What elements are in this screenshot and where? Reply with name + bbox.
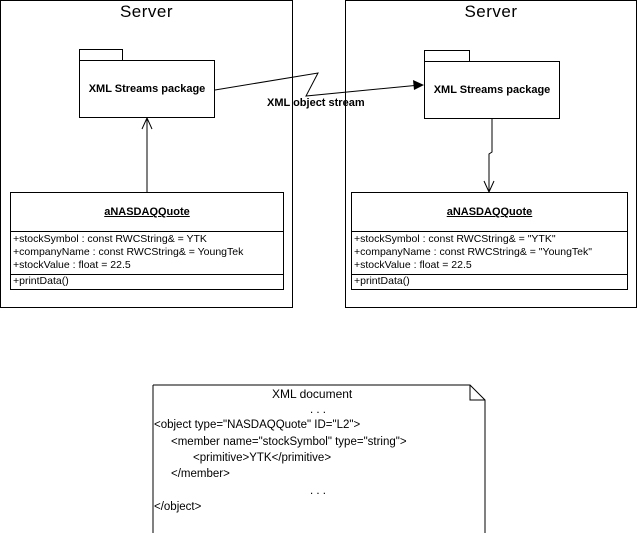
xml-line-member-open: <member name="stockSymbol" type="string"…: [171, 436, 407, 448]
xml-line-object-open: <object type="NASDAQQuote" ID="L2">: [154, 419, 361, 431]
right-attr-stock-value: +stockValue : float = 22.5: [354, 259, 472, 271]
left-package: XML Streams package: [79, 60, 215, 118]
left-op-print-data: +printData(): [13, 275, 69, 287]
left-attr-stock-symbol: +stockSymbol : const RWCString& = YTK: [13, 233, 207, 245]
xml-stream-arrowhead: [413, 80, 424, 90]
server-title-right: Server: [464, 2, 518, 21]
right-op-print-data: +printData(): [354, 275, 410, 287]
xml-line-ellipsis-1: . . .: [310, 404, 326, 416]
xml-stream-line: [214, 72, 421, 97]
left-class-box: aNASDAQQuote +stockSymbol : const RWCStr…: [10, 192, 284, 290]
xml-stream-label: XML object stream: [267, 97, 365, 109]
right-class-name: aNASDAQQuote: [352, 193, 627, 232]
right-class-operations: +printData(): [352, 275, 627, 288]
xml-line-ellipsis-2: . . .: [310, 485, 326, 497]
right-attr-stock-symbol: +stockSymbol : const RWCString& = "YTK": [354, 233, 556, 245]
xml-line-object-close: </object>: [154, 501, 202, 513]
left-class-attributes: +stockSymbol : const RWCString& = YTK +c…: [11, 232, 283, 275]
right-package: XML Streams package: [424, 61, 560, 119]
xml-line-primitive: <primitive>YTK</primitive>: [193, 452, 332, 464]
right-attr-company-name: +companyName : const RWCString& = "Young…: [354, 246, 592, 258]
right-class-box: aNASDAQQuote +stockSymbol : const RWCStr…: [351, 192, 628, 290]
left-class-name: aNASDAQQuote: [11, 193, 283, 232]
left-attr-stock-value: +stockValue : float = 22.5: [13, 259, 131, 271]
left-package-label: XML Streams package: [88, 83, 206, 95]
left-attr-company-name: +companyName : const RWCString& = YoungT…: [13, 246, 244, 258]
xml-document-title: XML document: [272, 387, 353, 401]
xml-line-member-close: </member>: [171, 468, 230, 480]
server-frame-left: Server: [0, 0, 293, 308]
server-title-left: Server: [119, 2, 174, 21]
left-class-operations: +printData(): [11, 275, 283, 288]
xml-document-shape: [153, 384, 486, 533]
right-package-label: XML Streams package: [433, 84, 551, 96]
left-dependency-arrowhead: [141, 116, 153, 130]
xml-document-corner: [469, 385, 485, 401]
right-class-attributes: +stockSymbol : const RWCString& = "YTK" …: [352, 232, 627, 275]
right-dependency-line: [488, 118, 493, 192]
